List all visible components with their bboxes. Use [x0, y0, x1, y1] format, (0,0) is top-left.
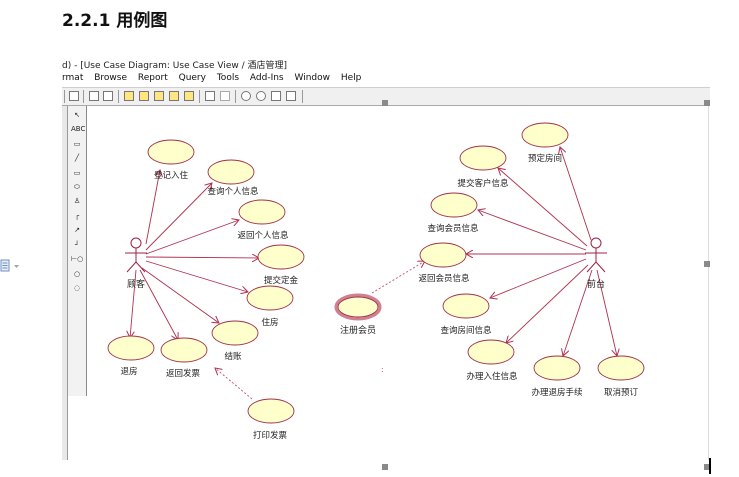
- zoom-in-icon[interactable]: [241, 91, 251, 101]
- toolbar-separator: [64, 90, 65, 103]
- note-icon[interactable]: ▭: [73, 140, 81, 148]
- menu-report[interactable]: Report: [137, 73, 168, 83]
- package-icon[interactable]: ▭: [73, 169, 81, 177]
- print-icon[interactable]: [69, 91, 79, 101]
- selection-handle[interactable]: [704, 464, 710, 470]
- diagram-canvas[interactable]: [87, 106, 709, 460]
- text-cursor: [709, 458, 711, 474]
- fit-in-window-icon[interactable]: [271, 91, 281, 101]
- menu-browse[interactable]: Browse: [94, 73, 128, 83]
- menu-window[interactable]: Window: [294, 73, 331, 83]
- menu-tools[interactable]: Tools: [216, 73, 240, 83]
- browse-parent-icon[interactable]: [205, 91, 215, 101]
- browse-class-icon[interactable]: [124, 91, 134, 101]
- back-arrow-icon[interactable]: [220, 91, 230, 101]
- association-icon[interactable]: ┌: [74, 212, 80, 220]
- toolbar-separator: [199, 90, 200, 103]
- use-case-icon[interactable]: ⬭: [74, 183, 80, 191]
- interface-icon[interactable]: ⊢○: [71, 255, 84, 263]
- browse-interaction-icon[interactable]: [139, 91, 149, 101]
- generalization-icon[interactable]: ┘: [74, 241, 80, 249]
- context-help-icon[interactable]: [89, 91, 99, 101]
- window-title: d) - [Use Case Diagram: Use Case View / …: [62, 61, 287, 71]
- menu-format[interactable]: rmat: [62, 73, 84, 83]
- selection-handle[interactable]: [704, 261, 710, 267]
- circle-icon[interactable]: ◌: [73, 284, 81, 292]
- toolbar-separator: [235, 90, 236, 103]
- selection-handle[interactable]: [382, 464, 388, 470]
- browse-component-icon[interactable]: [154, 91, 164, 101]
- actor-icon[interactable]: ♙: [73, 197, 81, 205]
- menu-add-ins[interactable]: Add-Ins: [249, 73, 284, 83]
- browse-deployment-icon[interactable]: [169, 91, 179, 101]
- dependency-icon[interactable]: ↗: [74, 226, 80, 234]
- page-heading: 2.2.1 用例图: [62, 11, 168, 31]
- menu-query[interactable]: Query: [178, 73, 206, 83]
- document-icon: [0, 259, 19, 272]
- line-icon[interactable]: ╱: [74, 154, 80, 162]
- text-tool-icon[interactable]: ABC: [71, 125, 86, 133]
- zoom-out-icon[interactable]: [256, 91, 266, 101]
- view-doc-icon[interactable]: [103, 91, 113, 101]
- selection-handle[interactable]: [704, 100, 710, 106]
- left-frame: [62, 106, 68, 460]
- canvas-right-border: [708, 106, 709, 460]
- toolbar-separator: [118, 90, 119, 103]
- menu-help[interactable]: Help: [340, 73, 362, 83]
- diagram-toolbox: ↖ ABC ▭ ╱ ▭ ⬭ ♙ ┌ ↗ ┘ ⊢○ ○ ◌: [68, 106, 87, 396]
- class-icon[interactable]: ○: [73, 270, 81, 278]
- undo-fit-icon[interactable]: [286, 91, 296, 101]
- browse-state-icon[interactable]: [184, 91, 194, 101]
- toolbar-separator: [83, 90, 84, 103]
- selection-handle[interactable]: [382, 100, 388, 106]
- menu-bar: rmat Browse Report Query Tools Add-Ins W…: [62, 73, 710, 88]
- select-arrow-icon[interactable]: ↖: [74, 111, 80, 119]
- toolbar-separator: [302, 90, 303, 103]
